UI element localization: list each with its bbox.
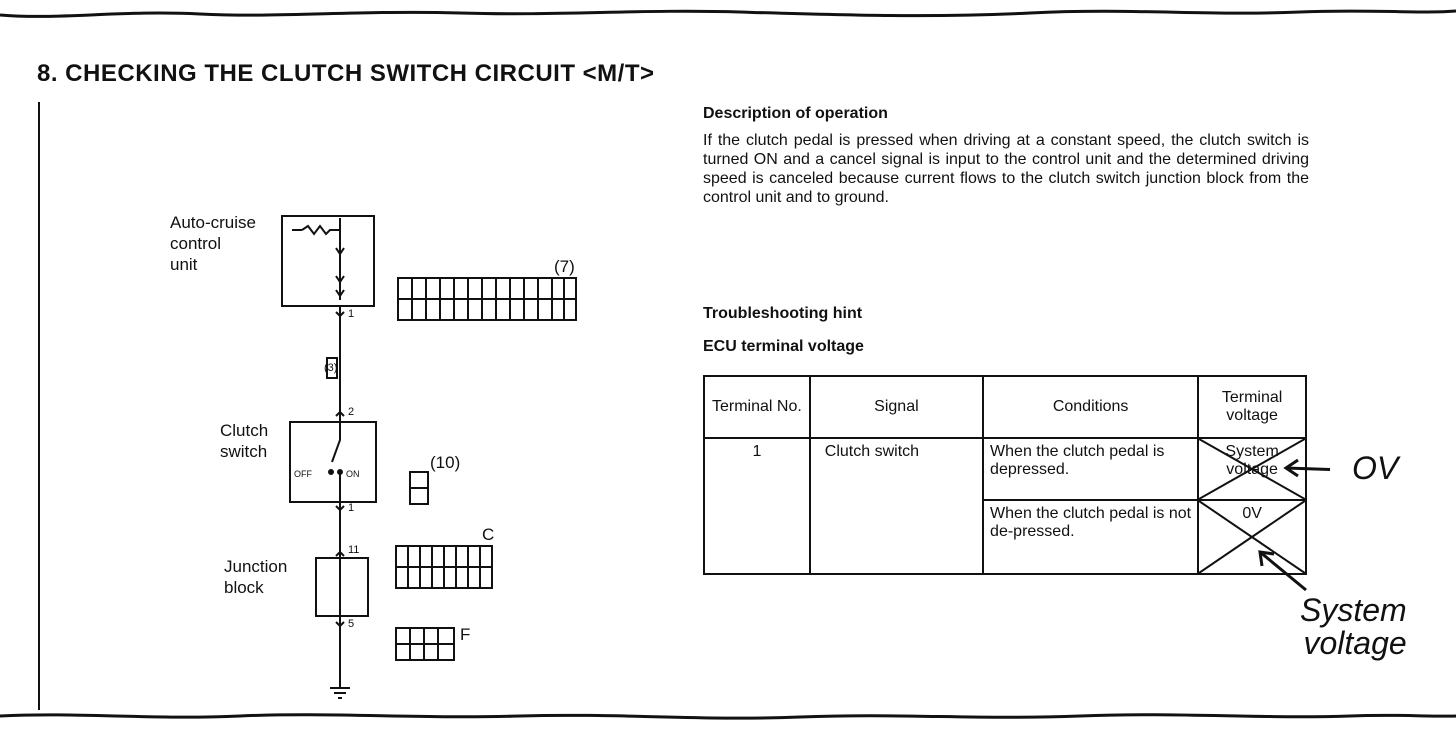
header-signal: Signal xyxy=(808,375,985,439)
pin-1-unit: 1 xyxy=(348,308,355,320)
annotation-system-voltage: System voltage xyxy=(1300,592,1407,661)
switch-off-label: OFF xyxy=(294,469,312,479)
wire-code-label: (3) xyxy=(324,362,338,374)
pin-5: 5 xyxy=(348,618,355,630)
table-row: When the clutch pedal is not de-pressed.… xyxy=(704,499,1307,575)
connector-10-label: (10) xyxy=(430,453,461,472)
junction-block-box xyxy=(315,557,369,617)
header-terminal-no: Terminal No. xyxy=(703,375,811,439)
ecu-voltage-subtitle: ECU terminal voltage xyxy=(703,338,864,355)
voltage-text: 0V xyxy=(1242,505,1262,522)
connector-c-label: C xyxy=(482,525,495,544)
connector-f-label: F xyxy=(460,625,471,644)
cell-voltage-depressed: System voltage xyxy=(1197,437,1307,501)
junction-block-label: Junction block xyxy=(224,557,288,597)
circuit-drawing xyxy=(281,215,577,699)
pin-1-switch: 1 xyxy=(348,502,355,514)
description-title: Description of operation xyxy=(703,105,888,122)
cell-signal: Clutch switch xyxy=(808,437,985,575)
pin-11: 11 xyxy=(348,544,360,556)
ground-symbol xyxy=(330,687,350,699)
torn-edge-bottom xyxy=(0,713,1456,720)
wire-code-box xyxy=(326,357,338,379)
pin-2: 2 xyxy=(348,406,355,418)
cell-condition-depressed: When the clutch pedal is depressed. xyxy=(982,437,1200,501)
control-unit-box xyxy=(281,215,375,307)
page-heading: 8. CHECKING THE CLUTCH SWITCH CIRCUIT <M… xyxy=(37,60,655,87)
switch-on-label: ON xyxy=(346,469,360,479)
table-header-row: Terminal No. Signal Conditions Terminal … xyxy=(703,375,1307,439)
cell-condition-not-depressed: When the clutch pedal is not de-pressed. xyxy=(982,499,1200,575)
header-terminal-voltage: Terminal voltage xyxy=(1197,375,1307,439)
strike-cross xyxy=(1199,501,1305,573)
annotation-ov: OV xyxy=(1352,450,1399,486)
ecu-terminal-voltage-table: Terminal No. Signal Conditions Terminal … xyxy=(703,375,1307,575)
auto-cruise-label: Auto-cruise control unit xyxy=(170,213,256,274)
header-conditions: Conditions xyxy=(982,375,1200,439)
troubleshooting-title: Troubleshooting hint xyxy=(703,305,863,322)
circuit-diagram: Auto-cruise control unit Clutch switch J… xyxy=(40,100,660,710)
connector-7-label: (7) xyxy=(554,257,575,276)
table-row: 1 Clutch switch When the clutch pedal is… xyxy=(703,437,1307,575)
cell-terminal: 1 xyxy=(703,437,811,575)
annotation-arrows xyxy=(1258,458,1330,592)
left-margin-rule xyxy=(38,102,40,710)
description-text: If the clutch pedal is pressed when driv… xyxy=(703,132,1309,206)
strike-cross xyxy=(1199,439,1305,499)
cell-voltage-not-depressed: 0V xyxy=(1197,499,1307,575)
torn-edge-top xyxy=(0,0,1456,18)
clutch-switch-label: Clutch switch xyxy=(220,421,269,461)
clutch-switch-box xyxy=(289,421,377,503)
